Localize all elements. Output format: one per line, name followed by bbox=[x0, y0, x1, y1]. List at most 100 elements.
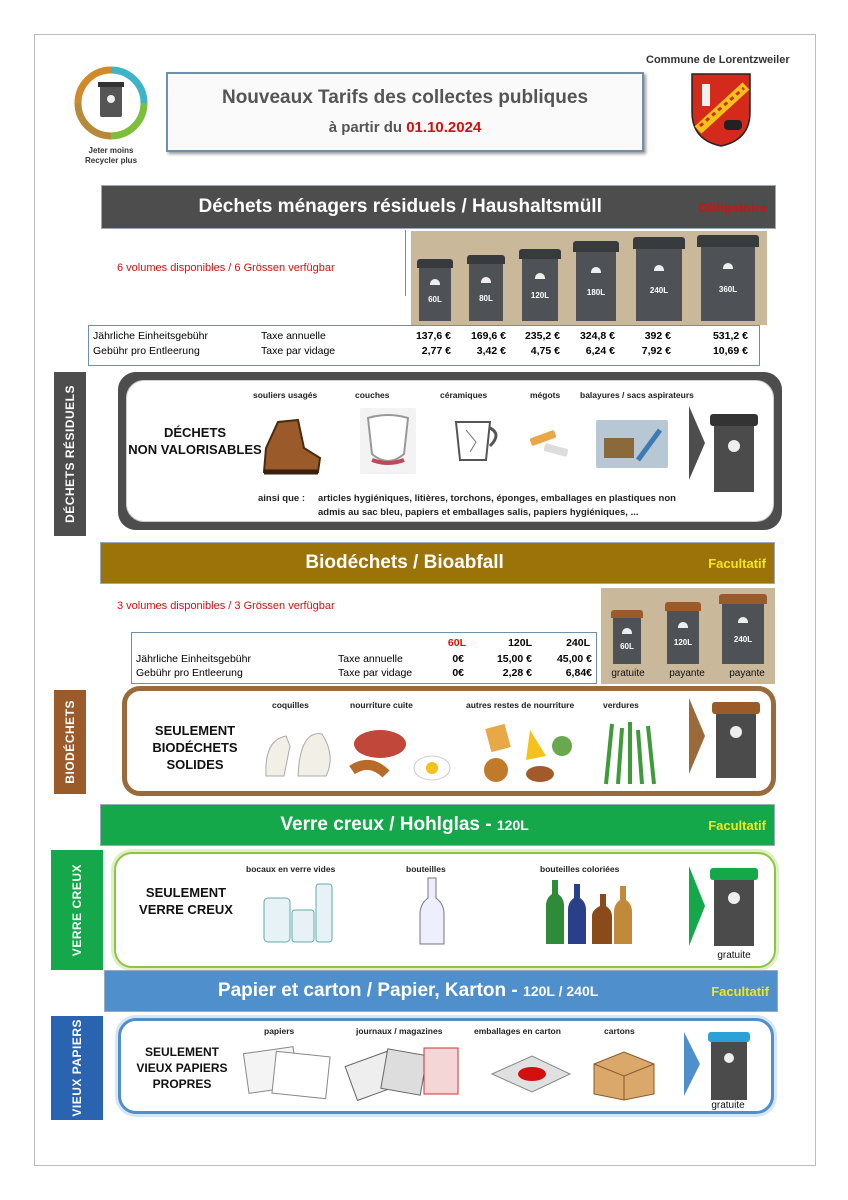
bio-row2-fr: Taxe par vidage bbox=[338, 667, 413, 679]
bin-label: 240L bbox=[649, 286, 669, 296]
item-ceramics-caption: céramiques bbox=[440, 390, 488, 400]
bio-banner-title: Biodéchets / Bioabfall bbox=[305, 552, 504, 573]
bin-240l: 240L bbox=[719, 594, 767, 664]
item-bottles-caption: bouteilles bbox=[406, 864, 446, 874]
bio-row1-fr: Taxe annuelle bbox=[338, 653, 403, 665]
glass-jars-icon bbox=[258, 876, 338, 948]
bio-header-120l: 120L bbox=[508, 637, 532, 649]
bio-empty-240l: 6,84€ bbox=[565, 667, 592, 679]
paper-banner-size: 120L / 240L bbox=[523, 983, 599, 999]
item-diapers-caption: couches bbox=[355, 390, 390, 400]
bio-120l-note: payante bbox=[669, 668, 705, 679]
glass-banner-size: 120L bbox=[496, 817, 529, 833]
residual-also-line2: admis au sac bleu, papiers et emballages… bbox=[318, 507, 639, 518]
bio-header-240l: 240L bbox=[566, 637, 590, 649]
logo-line-1: Jeter moins bbox=[88, 146, 134, 155]
bin-label: 60L bbox=[428, 295, 442, 305]
bio-annual-240l: 45,00 € bbox=[556, 653, 592, 665]
item-vacuum-caption: balayures / sacs aspirateurs bbox=[580, 390, 694, 400]
glass-panel-label: SEULEMENT VERRE CREUX bbox=[139, 885, 233, 917]
residual-row2-de: Gebühr pro Entleerung bbox=[93, 345, 200, 357]
paper-banner-tag: Facultatif bbox=[711, 983, 769, 999]
paper-arrow-icon bbox=[684, 1032, 700, 1096]
residual-empty-360l: 10,69 € bbox=[712, 345, 748, 357]
item-cigarette-caption: mégots bbox=[530, 390, 561, 400]
bio-60l-note: gratuite bbox=[611, 668, 645, 679]
bio-240l-note: payante bbox=[729, 668, 765, 679]
item-cartons-caption: cartons bbox=[604, 1026, 635, 1036]
cigarette-butt-icon bbox=[526, 424, 574, 464]
subtitle-prefix: à partir du bbox=[328, 119, 403, 136]
bin-240l: 240L bbox=[633, 237, 685, 321]
page-frame bbox=[34, 34, 816, 1166]
glass-arrow-icon bbox=[689, 866, 705, 946]
residual-price-table: Jährliche Einheitsgebühr Taxe annuelle G… bbox=[88, 325, 760, 366]
bin-label: 180L bbox=[586, 287, 606, 297]
bio-volumes-note: 3 volumes disponibles / 3 Grössen verfüg… bbox=[117, 600, 335, 612]
item-shells-caption: coquilles bbox=[272, 700, 309, 710]
bio-price-table: 60L 120L 240L Jährliche Einheitsgebühr T… bbox=[131, 632, 597, 684]
glass-side-label: VERRE CREUX bbox=[51, 850, 103, 970]
residual-empty-80l: 3,42 € bbox=[476, 345, 506, 357]
bin-label: 80L bbox=[479, 293, 493, 303]
bin-180l: 180L bbox=[573, 241, 619, 321]
item-glass-jars-caption: bocaux en verre vides bbox=[246, 864, 336, 874]
page-subtitle: à partir du 01.10.2024 bbox=[168, 119, 642, 136]
bio-empty-120l: 2,28 € bbox=[502, 667, 532, 679]
bio-banner-tag: Facultatif bbox=[708, 555, 766, 571]
bio-empty-60l: 0€ bbox=[452, 667, 464, 679]
bio-bins-photo: 60L 120L 240L bbox=[601, 588, 775, 684]
cardboard-packaging-icon bbox=[488, 1044, 574, 1102]
item-newspapers-caption: journaux / magazines bbox=[356, 1026, 443, 1036]
residual-connector bbox=[405, 230, 406, 296]
glass-banner-tag: Facultatif bbox=[708, 817, 766, 833]
bin-label: 240L bbox=[733, 635, 753, 645]
ceramic-cup-icon bbox=[446, 408, 504, 470]
residual-annual-360l: 531,2 € bbox=[712, 330, 748, 342]
bin-60l: 60L bbox=[611, 610, 643, 664]
bin-120l: 120L bbox=[665, 602, 701, 664]
bin-label: 120L bbox=[673, 638, 693, 648]
greens-icon bbox=[596, 718, 666, 786]
carton-box-icon bbox=[584, 1040, 664, 1102]
residual-empty-180l: 6,24 € bbox=[585, 345, 615, 357]
residual-arrow-icon bbox=[689, 406, 705, 480]
recycle-icon bbox=[74, 66, 148, 140]
bio-panel bbox=[122, 686, 776, 796]
logo-line-2: Recycler plus bbox=[84, 156, 138, 165]
bio-annual-60l: 0€ bbox=[452, 653, 464, 665]
bio-header-60l: 60L bbox=[447, 637, 466, 649]
glass-bin-note: gratuite bbox=[717, 950, 751, 961]
bin-120l: 120L bbox=[519, 249, 561, 321]
residual-row1-fr: Taxe annuelle bbox=[261, 330, 326, 342]
vacuum-bag-icon bbox=[596, 420, 668, 468]
food-scraps-icon bbox=[470, 716, 582, 786]
glass-panel bbox=[114, 852, 776, 968]
paper-side-label: VIEUX PAPIERS bbox=[51, 1016, 103, 1120]
page-title: Nouveaux Tarifs des collectes publiques bbox=[221, 87, 589, 108]
cooked-food-icon bbox=[346, 714, 458, 786]
coat-of-arms-icon bbox=[691, 73, 751, 147]
residual-volumes-note: 6 volumes disponibles / 6 Grössen verfüg… bbox=[117, 262, 335, 274]
bin-label: 120L bbox=[530, 291, 550, 301]
residual-panel-label: DÉCHETS NON VALORISABLES bbox=[128, 425, 262, 457]
residual-row2-fr: Taxe par vidage bbox=[261, 345, 336, 357]
glass-banner-title-wrap: Verre creux / Hohlglas - 120L bbox=[101, 814, 708, 836]
bottle-icon bbox=[414, 876, 450, 948]
colored-bottles-icon bbox=[538, 876, 634, 948]
bio-annual-120l: 15,00 € bbox=[496, 653, 532, 665]
residual-banner-tag: Obligatoire bbox=[698, 199, 767, 215]
residual-row1-de: Jährliche Einheitsgebühr bbox=[93, 330, 208, 342]
residual-annual-60l: 137,6 € bbox=[415, 330, 451, 342]
residual-banner-title: Déchets ménagers résiduels / Haushaltsmü… bbox=[198, 196, 602, 217]
eggshell-icon bbox=[260, 716, 336, 786]
recycle-logo bbox=[66, 58, 156, 148]
item-greens-caption: verdures bbox=[603, 700, 639, 710]
item-cooked-food-caption: nourriture cuite bbox=[350, 700, 413, 710]
bin-label: 360L bbox=[718, 285, 738, 295]
newspapers-icon bbox=[344, 1040, 466, 1102]
effective-date: 01.10.2024 bbox=[406, 119, 482, 136]
item-shoes-caption: souliers usagés bbox=[253, 390, 318, 400]
bio-side-label: BIODÉCHETS bbox=[54, 690, 86, 794]
residual-bins-photo: 60L 80L 120L 180L 240L 360L bbox=[411, 231, 767, 325]
